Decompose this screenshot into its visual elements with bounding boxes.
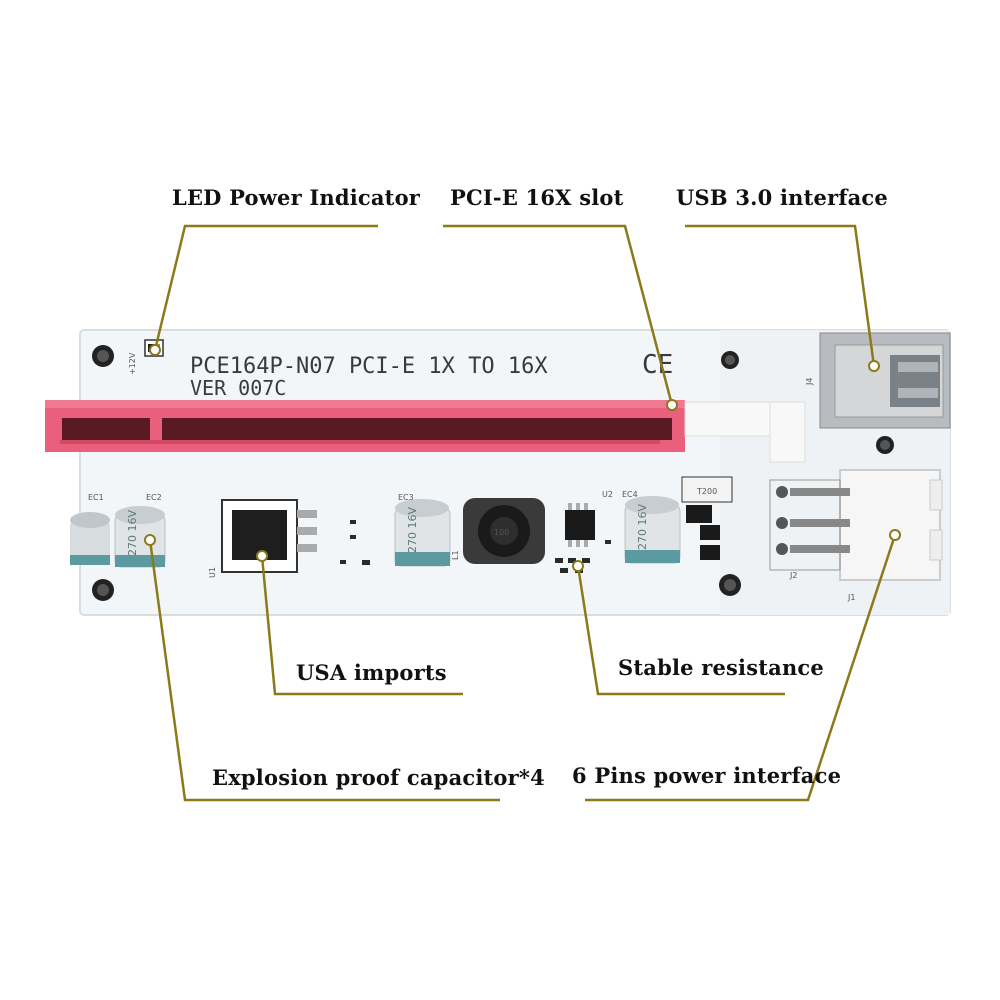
usa-imports-label: USA imports bbox=[296, 660, 447, 685]
stable-resistance-label: Stable resistance bbox=[618, 655, 824, 680]
svg-text:U1: U1 bbox=[208, 567, 217, 578]
board-model-text: PCE164P-N07 PCI-E 1X TO 16X bbox=[190, 354, 548, 379]
inductor-marking: 100 bbox=[494, 528, 509, 537]
svg-text:J1: J1 bbox=[847, 593, 855, 602]
board-version-text: VER 007C bbox=[190, 376, 286, 400]
usa-callout-dot bbox=[256, 550, 268, 562]
svg-text:L1: L1 bbox=[451, 550, 460, 560]
capacitor-rating-text: 270 16V bbox=[126, 510, 139, 556]
power-connector: J2 J1 bbox=[769, 469, 943, 602]
usb-interface-label: USB 3.0 interface bbox=[676, 185, 888, 210]
svg-text:EC3: EC3 bbox=[398, 493, 414, 502]
power-interface-label: 6 Pins power interface bbox=[572, 763, 842, 788]
pcie-slot-label: PCI-E 16X slot bbox=[450, 185, 624, 210]
svg-text:J2: J2 bbox=[789, 571, 797, 580]
capacitor-ec3: EC3 270 16V bbox=[394, 493, 451, 567]
capacitor-rating-text: 270 16V bbox=[406, 507, 419, 553]
power-callout-dot bbox=[889, 529, 901, 541]
usb-callout-dot bbox=[868, 360, 880, 372]
capacitor-ec1: EC1 bbox=[70, 493, 110, 565]
capacitor-callout-dot bbox=[144, 534, 156, 546]
svg-text:J4: J4 bbox=[805, 378, 814, 386]
leader-lines bbox=[148, 224, 897, 802]
slot-callout-dot bbox=[666, 399, 678, 411]
svg-text:U2: U2 bbox=[602, 490, 613, 499]
svg-text:T200: T200 bbox=[696, 487, 717, 496]
svg-text:+12V: +12V bbox=[128, 352, 137, 375]
callout-dots bbox=[144, 344, 901, 572]
capacitor-rating-text: 270 16V bbox=[636, 504, 649, 550]
explosion-proof-capacitor-label: Explosion proof capacitor*4 bbox=[212, 765, 545, 790]
pcie-16x-slot bbox=[45, 400, 806, 463]
usb-port: J4 bbox=[805, 332, 951, 429]
capacitor-ec4: EC4 270 16V bbox=[622, 490, 681, 564]
svg-text:EC4: EC4 bbox=[622, 490, 638, 499]
svg-text:EC1: EC1 bbox=[88, 493, 104, 502]
fuse-and-diodes: T200 bbox=[681, 476, 733, 560]
led-power-indicator-label: LED Power Indicator bbox=[172, 185, 421, 210]
led-callout-dot bbox=[149, 344, 161, 356]
svg-text:EC2: EC2 bbox=[146, 493, 162, 502]
mounting-holes bbox=[92, 345, 894, 601]
chip-u2: U2 bbox=[565, 490, 613, 547]
resistance-callout-dot bbox=[572, 560, 584, 572]
inductor-l1: L1 100 bbox=[451, 498, 545, 564]
